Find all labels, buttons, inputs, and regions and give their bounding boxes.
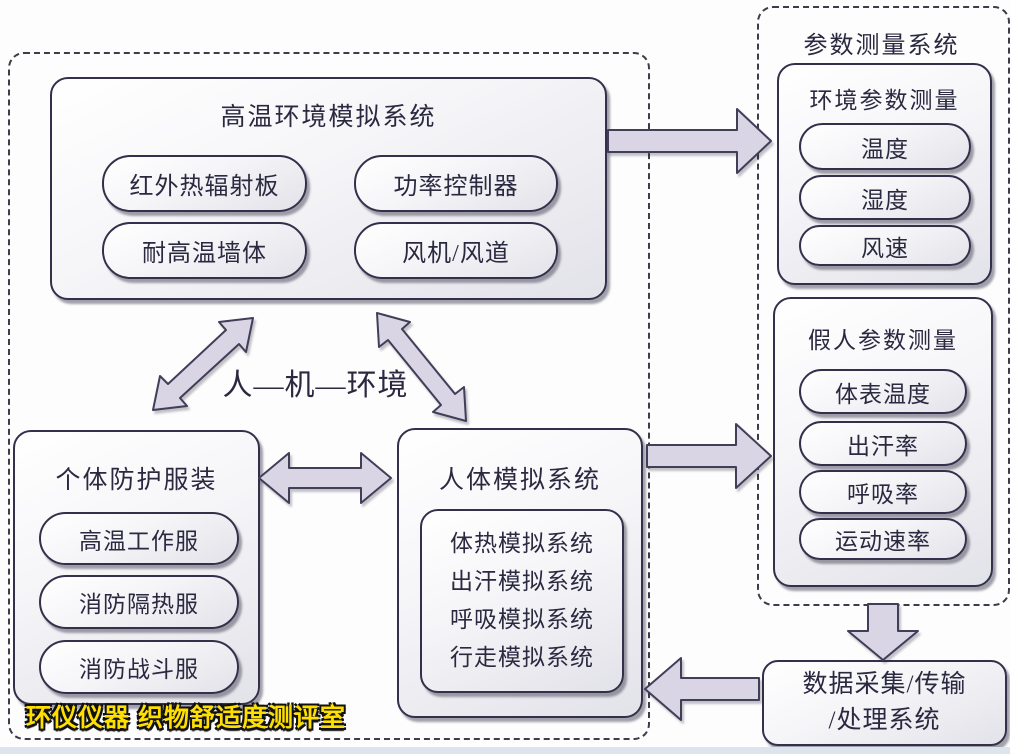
arrow-datasystem-to-humansim-icon [644, 657, 760, 721]
measure-system-title: 参数测量系统 [803, 33, 960, 59]
dummy-measure-title: 假人参数测量 [808, 328, 958, 353]
env-measure-title: 环境参数测量 [809, 88, 960, 113]
breathing-sim-item: 呼吸模拟系统 [450, 607, 594, 632]
watermark-label: 环仪仪器 织物舒适度测评室 [26, 704, 346, 732]
env-sim-box: 高温环境模拟系统 红外热辐射板 功率控制器 耐高温墙体 风机/风道 [50, 77, 607, 300]
heat-resistant-wall-node: 耐高温墙体 [102, 222, 307, 279]
temperature-node: 温度 [799, 123, 971, 170]
sweating-sim-item: 出汗模拟系统 [450, 569, 594, 594]
bottom-strip [0, 747, 1010, 754]
humidity-node: 湿度 [799, 175, 971, 220]
protective-clothing-title: 个体防护服装 [55, 467, 218, 494]
body-heat-sim-item: 体热模拟系统 [450, 531, 594, 556]
arrow-humansim-to-dummymeasure-icon [646, 423, 772, 489]
fire-insulation-suit-node: 消防隔热服 [39, 575, 239, 629]
breath-rate-node: 呼吸率 [799, 470, 967, 514]
high-temp-workwear-node: 高温工作服 [39, 512, 239, 565]
infrared-panel-node: 红外热辐射板 [102, 155, 307, 212]
sweat-rate-node: 出汗率 [799, 421, 967, 466]
data-system-line2: /处理系统 [828, 707, 941, 734]
data-system-box: 数据采集/传输 /处理系统 [762, 660, 1007, 746]
skin-temperature-node: 体表温度 [799, 369, 967, 414]
left-dashed-container [8, 52, 650, 740]
wind-speed-node: 风速 [799, 225, 971, 266]
power-controller-node: 功率控制器 [354, 155, 558, 212]
env-measure-box: 环境参数测量 温度 湿度 风速 [777, 63, 992, 285]
arrow-measure-to-datasystem-icon [847, 603, 919, 661]
data-system-line1: 数据采集/传输 [802, 671, 967, 698]
walking-sim-item: 行走模拟系统 [450, 645, 594, 670]
dummy-measure-box: 假人参数测量 体表温度 出汗率 呼吸率 运动速率 [773, 297, 993, 587]
human-sim-title: 人体模拟系统 [438, 467, 601, 494]
human-sim-subsystems-box: 体热模拟系统 出汗模拟系统 呼吸模拟系统 行走模拟系统 [420, 509, 624, 693]
protective-clothing-box: 个体防护服装 高温工作服 消防隔热服 消防战斗服 [13, 430, 260, 705]
movement-speed-node: 运动速率 [799, 518, 967, 560]
human-sim-box: 人体模拟系统 体热模拟系统 出汗模拟系统 呼吸模拟系统 行走模拟系统 [397, 428, 643, 718]
env-sim-title: 高温环境模拟系统 [220, 104, 437, 131]
fire-combat-suit-node: 消防战斗服 [39, 640, 239, 694]
human-machine-environment-label: 人—机—环境 [222, 369, 409, 402]
fan-duct-node: 风机/风道 [354, 222, 558, 279]
